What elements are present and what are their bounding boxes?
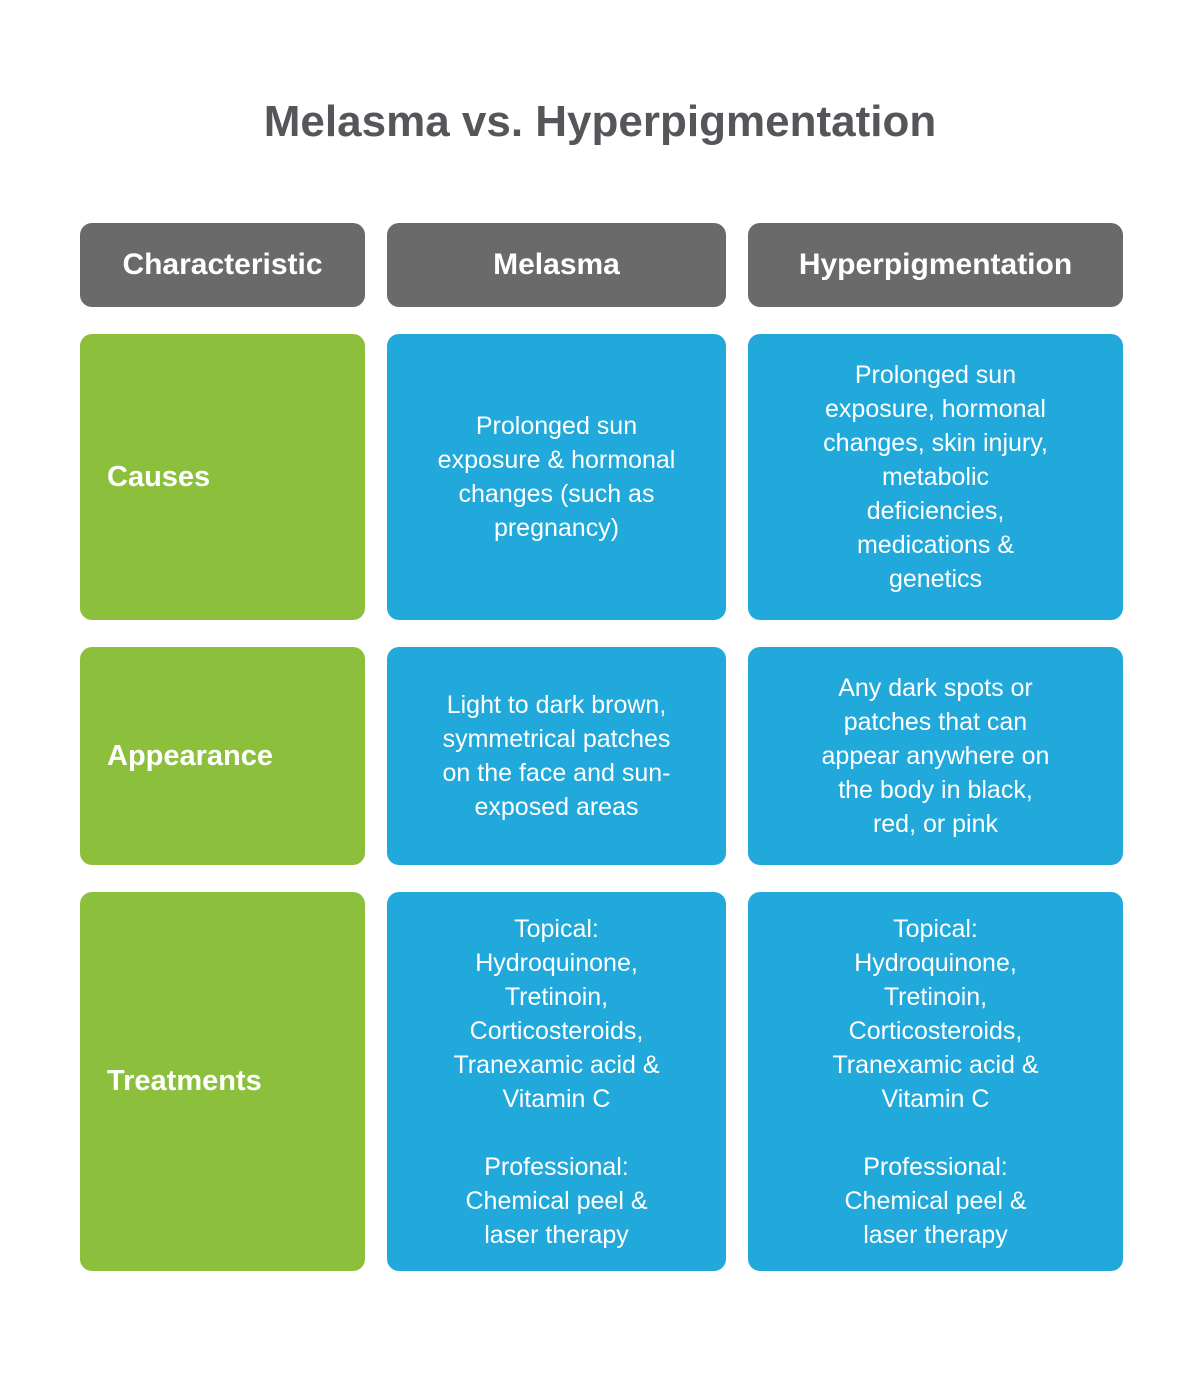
cell-appearance-hyperpigmentation: Any dark spots or patches that can appea… (748, 647, 1123, 865)
cell-causes-hyperpigmentation: Prolonged sun exposure, hormonal changes… (748, 334, 1123, 620)
cell-causes-melasma: Prolonged sun exposure & hormonal change… (387, 334, 726, 620)
cell-treatments-hyperpigmentation: Topical: Hydroquinone, Tretinoin, Cortic… (748, 892, 1123, 1271)
cell-appearance-melasma: Light to dark brown, symmetrical patches… (387, 647, 726, 865)
header-cell-melasma: Melasma (387, 223, 726, 307)
header-cell-characteristic: Characteristic (80, 223, 365, 307)
comparison-table: Characteristic Melasma Hyperpigmentation… (80, 223, 1123, 1271)
row-label-causes: Causes (80, 334, 365, 620)
page-title: Melasma vs. Hyperpigmentation (263, 97, 937, 146)
header-cell-hyperpigmentation: Hyperpigmentation (748, 223, 1123, 307)
row-label-treatments: Treatments (80, 892, 365, 1271)
row-label-appearance: Appearance (80, 647, 365, 865)
cell-treatments-melasma: Topical: Hydroquinone, Tretinoin, Cortic… (387, 892, 726, 1271)
